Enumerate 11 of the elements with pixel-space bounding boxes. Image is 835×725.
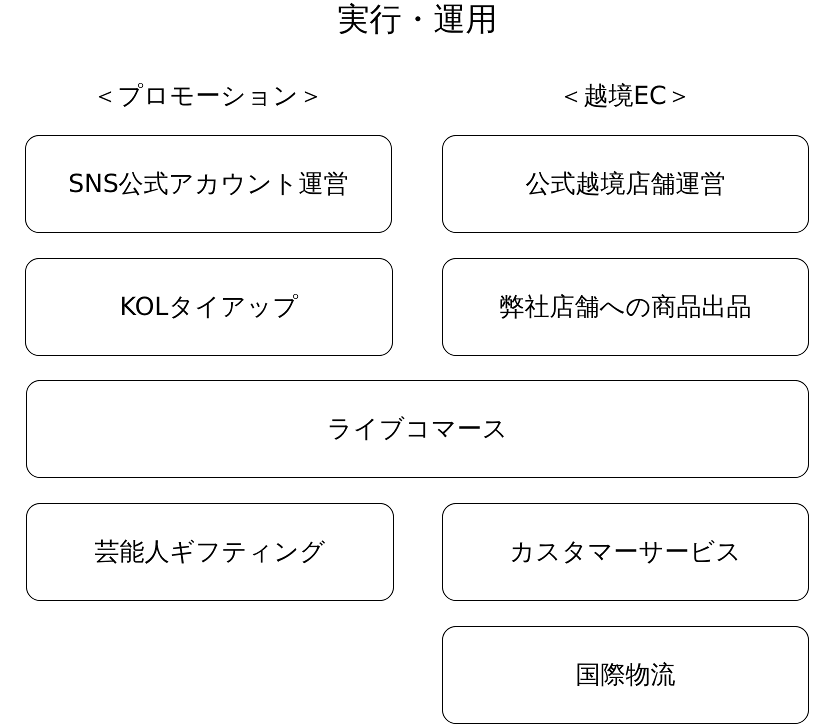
process-box: カスタマーサービス [442,503,809,601]
process-box: KOLタイアップ [25,258,393,356]
process-box: 公式越境店舗運営 [442,135,809,233]
title: 実行・運用 [336,0,498,38]
process-box: 弊社店舗への商品出品 [442,258,809,356]
process-box: 芸能人ギフティング [26,503,394,601]
process-box: SNS公式アカウント運営 [25,135,392,233]
process-box: ライブコマース [26,380,809,478]
section-heading: ＜越境EC＞ [558,81,692,111]
process-box: 国際物流 [442,626,809,724]
section-heading: ＜プロモーション＞ [92,81,324,111]
